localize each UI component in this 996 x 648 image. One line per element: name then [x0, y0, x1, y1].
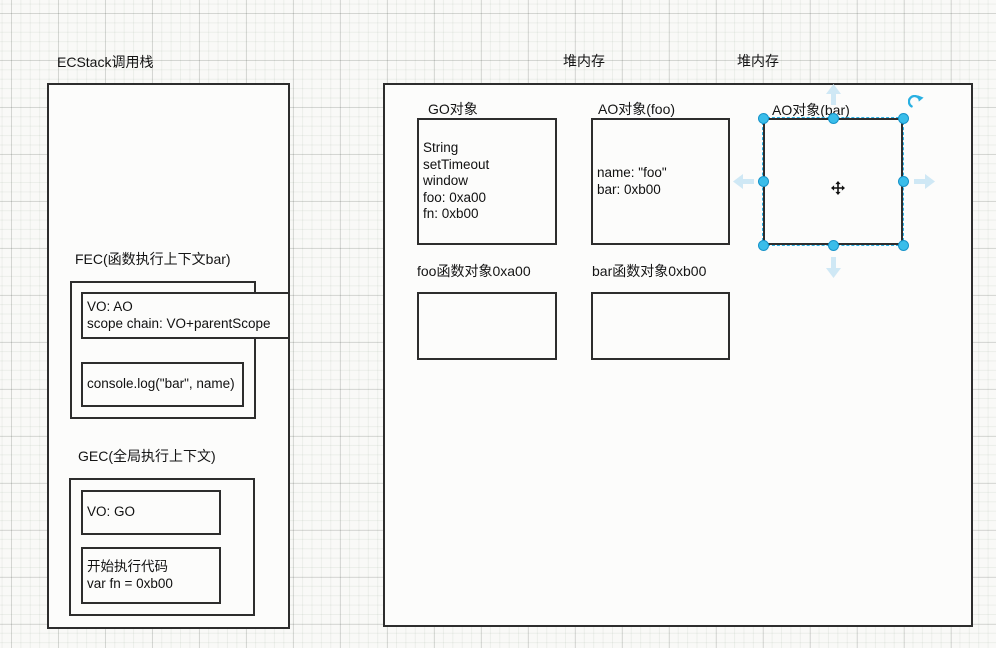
- heap-title-left[interactable]: 堆内存: [563, 53, 605, 69]
- ao-foo-line-name: name: "foo": [597, 165, 667, 180]
- go-line-settimeout: setTimeout: [423, 156, 490, 172]
- direction-arrow-up-icon[interactable]: [826, 84, 841, 105]
- selection-handle-w[interactable]: [757, 176, 769, 187]
- direction-arrow-right-icon[interactable]: [914, 174, 935, 189]
- heap-title-right[interactable]: 堆内存: [737, 53, 779, 69]
- fec-scope-chain-line: scope chain: VO+parentScope: [87, 315, 271, 331]
- fec-code-line: console.log("bar", name): [87, 376, 235, 392]
- go-line-foo: foo: 0xa00: [423, 189, 487, 205]
- go-object-box[interactable]: String setTimeout window foo: 0xa00 fn: …: [417, 118, 557, 245]
- gec-label[interactable]: GEC(全局执行上下文): [78, 448, 216, 464]
- ecstack-title[interactable]: ECStack调用栈: [57, 54, 154, 70]
- fec-vo-box[interactable]: VO: AO scope chain: VO+parentScope: [81, 292, 290, 339]
- fec-vo-line: VO: AO: [87, 299, 133, 314]
- gec-code-line-2: var fn = 0xb00: [87, 575, 173, 591]
- bar-fn-box[interactable]: [591, 292, 730, 360]
- foo-fn-label[interactable]: foo函数对象0xa00: [417, 263, 531, 279]
- selection-handle-e[interactable]: [897, 176, 909, 187]
- fec-label[interactable]: FEC(函数执行上下文bar): [75, 251, 231, 267]
- direction-arrow-left-icon[interactable]: [733, 174, 754, 189]
- selection-handle-nw[interactable]: [757, 112, 769, 124]
- selection-handle-n[interactable]: [827, 112, 839, 124]
- go-object-label[interactable]: GO对象: [428, 101, 478, 117]
- ao-foo-box[interactable]: name: "foo" bar: 0xb00: [591, 118, 730, 245]
- selection-handle-se[interactable]: [897, 239, 909, 251]
- foo-fn-box[interactable]: [417, 292, 557, 360]
- gec-code-box[interactable]: 开始执行代码 var fn = 0xb00: [81, 547, 221, 604]
- selection-handle-sw[interactable]: [757, 239, 769, 251]
- rotate-clockwise-icon[interactable]: [908, 95, 925, 112]
- fec-code-box[interactable]: console.log("bar", name): [81, 362, 244, 407]
- bar-fn-label[interactable]: bar函数对象0xb00: [592, 263, 707, 279]
- direction-arrow-down-icon[interactable]: [826, 257, 841, 278]
- gec-vo-line: VO: GO: [87, 504, 136, 520]
- ao-foo-line-bar: bar: 0xb00: [597, 181, 661, 197]
- go-line-fn: fn: 0xb00: [423, 206, 479, 222]
- move-cursor-icon: [831, 181, 845, 195]
- selection-handle-ne[interactable]: [897, 112, 909, 124]
- selection-handle-s[interactable]: [827, 239, 839, 251]
- gec-code-line-1: 开始执行代码: [87, 559, 168, 574]
- gec-vo-box[interactable]: VO: GO: [81, 490, 221, 535]
- go-line-string: String: [423, 140, 459, 156]
- ao-foo-label[interactable]: AO对象(foo): [598, 101, 676, 117]
- go-line-window: window: [423, 173, 469, 189]
